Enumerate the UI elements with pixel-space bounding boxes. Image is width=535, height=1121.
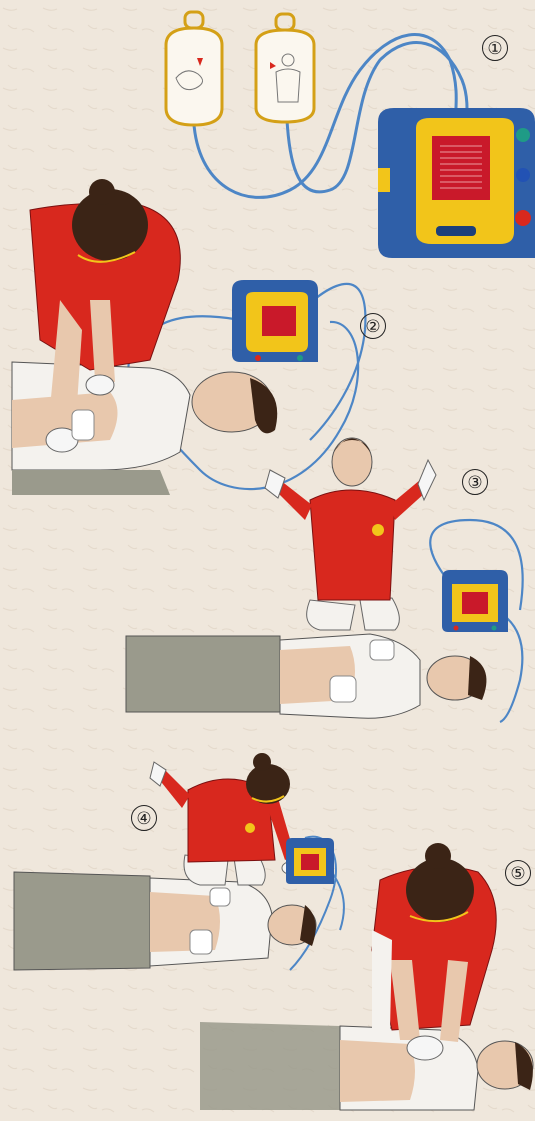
step-number-2: ② — [360, 313, 386, 339]
step-number-1: ① — [482, 35, 508, 61]
aed-device-icon — [442, 570, 508, 632]
step-number-4: ④ — [131, 805, 157, 831]
step-number-3: ③ — [462, 469, 488, 495]
step-number-5: ⑤ — [505, 860, 531, 886]
aed-device-icon — [232, 280, 318, 362]
aed-device-icon — [286, 838, 334, 884]
aed-device-icon — [378, 108, 535, 258]
